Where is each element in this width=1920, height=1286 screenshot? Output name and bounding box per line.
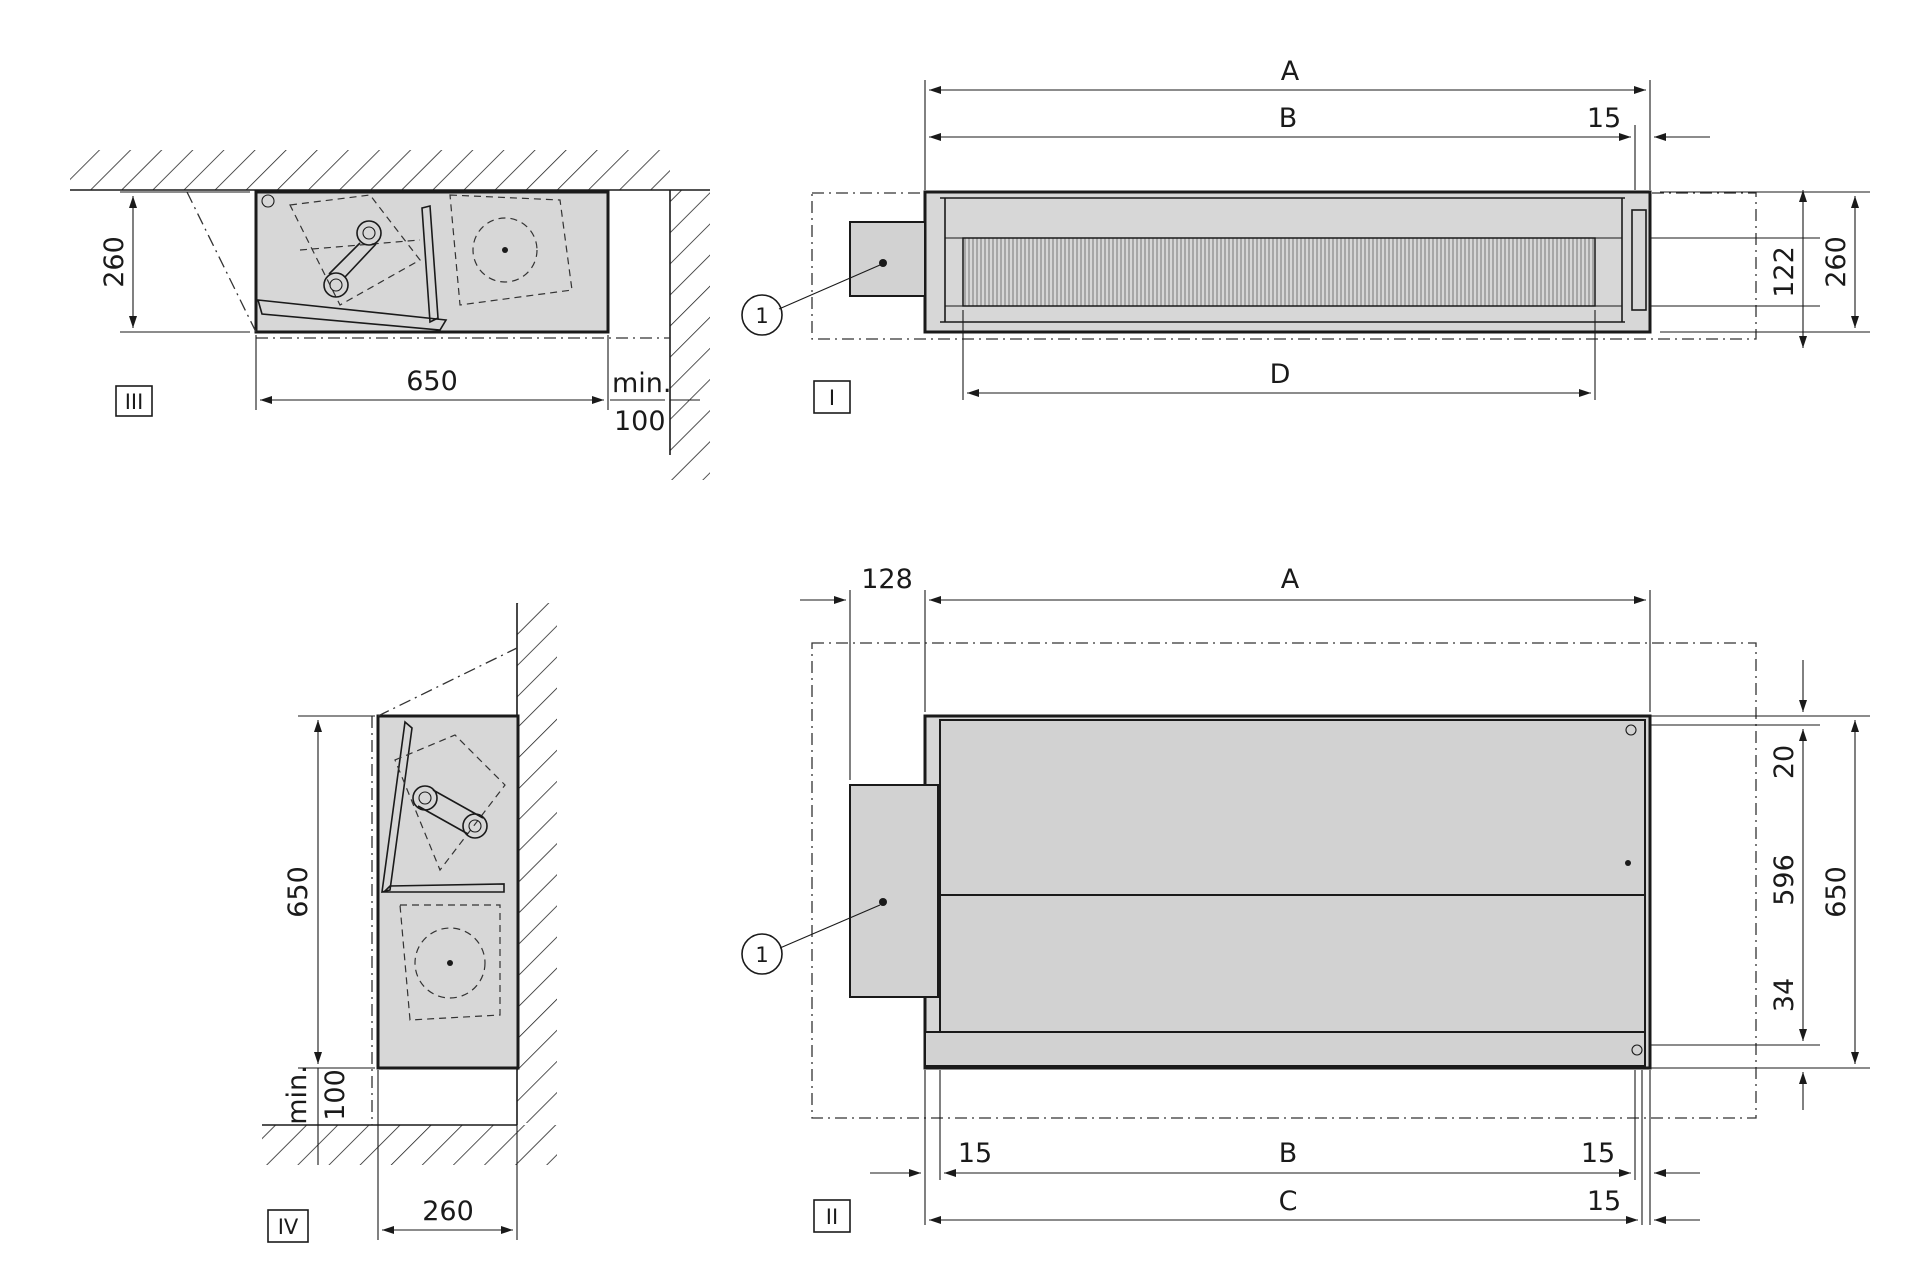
view-ii: 1 128 A 15 B 15 C 15 20 596 34 [741, 564, 1870, 1233]
dim-clearance-100: 100 [614, 406, 666, 437]
electrical-box [849, 784, 939, 998]
view-label-box [115, 385, 153, 417]
dim-offset-128: 128 [861, 564, 913, 595]
view-label-i: I [829, 386, 835, 410]
dim-c-15: 15 [1587, 1186, 1621, 1217]
vertical-divider [382, 883, 505, 893]
callout-circle [741, 294, 783, 336]
dim-b: B [1279, 1138, 1298, 1169]
view-iii: 260 650 min. 100 III [70, 150, 710, 480]
filter-strip [924, 1031, 1646, 1067]
top-panel-upper [939, 719, 1646, 896]
view-label-box [813, 1199, 851, 1233]
dim-min-label: min. [612, 368, 672, 399]
dim-depth-260: 260 [422, 1196, 474, 1227]
top-panel-lower [939, 894, 1646, 1033]
fan-wheel-icon [472, 217, 538, 283]
dim-right-15: 15 [1581, 1138, 1615, 1169]
coil-fins [962, 237, 1596, 307]
vertical-drain-pan [381, 720, 413, 894]
dim-15: 15 [1587, 103, 1621, 134]
callout-1: 1 [755, 943, 768, 967]
view-label-box [267, 1209, 309, 1243]
dim-a: A [1281, 56, 1300, 87]
pipe-connector-icon [356, 220, 382, 246]
install-envelope [811, 642, 1757, 1119]
pipe-connector-icon [323, 272, 349, 298]
dim-coil-122: 122 [1769, 246, 1800, 298]
view-i: 1 A B 15 D 122 260 I [741, 56, 1870, 414]
dim-depth-650: 650 [406, 366, 458, 397]
dim-height-260: 260 [99, 236, 130, 288]
view-label-box [813, 380, 851, 414]
dim-height-650: 650 [283, 866, 314, 918]
callout-circle [741, 933, 783, 975]
pipe-connection-block [1631, 209, 1647, 311]
drain-pan [256, 299, 448, 331]
mount-hole-icon [261, 194, 275, 208]
view-label-ii: II [826, 1205, 838, 1229]
coil-hidden-outline [289, 194, 421, 306]
fan-wheel-icon [414, 927, 486, 999]
dim-a: A [1281, 564, 1300, 595]
view-label-iii: III [125, 390, 144, 414]
dim-c: C [1279, 1186, 1298, 1217]
ceiling-hatch [70, 150, 710, 480]
electrical-box [849, 221, 926, 297]
dim-34: 34 [1769, 978, 1800, 1012]
dim-min-label: min. [282, 1065, 313, 1125]
dim-left-15: 15 [958, 1138, 992, 1169]
coil-hidden-outline [394, 734, 506, 872]
dim-650: 650 [1821, 866, 1852, 918]
fan-housing-hidden [449, 194, 573, 306]
callout-1: 1 [755, 304, 768, 328]
dim-20: 20 [1769, 745, 1800, 779]
air-divider [421, 204, 439, 324]
dim-clearance-100: 100 [320, 1069, 351, 1121]
dim-b: B [1279, 103, 1298, 134]
view-iv: 650 min. 100 260 IV [262, 603, 557, 1243]
install-envelope [811, 192, 1757, 340]
fan-housing-hidden [399, 904, 501, 1021]
dim-d: D [1270, 359, 1291, 390]
dim-596: 596 [1769, 854, 1800, 906]
dim-height-260: 260 [1821, 236, 1852, 288]
unit-body-side [254, 190, 610, 334]
view-label-iv: IV [278, 1215, 299, 1239]
